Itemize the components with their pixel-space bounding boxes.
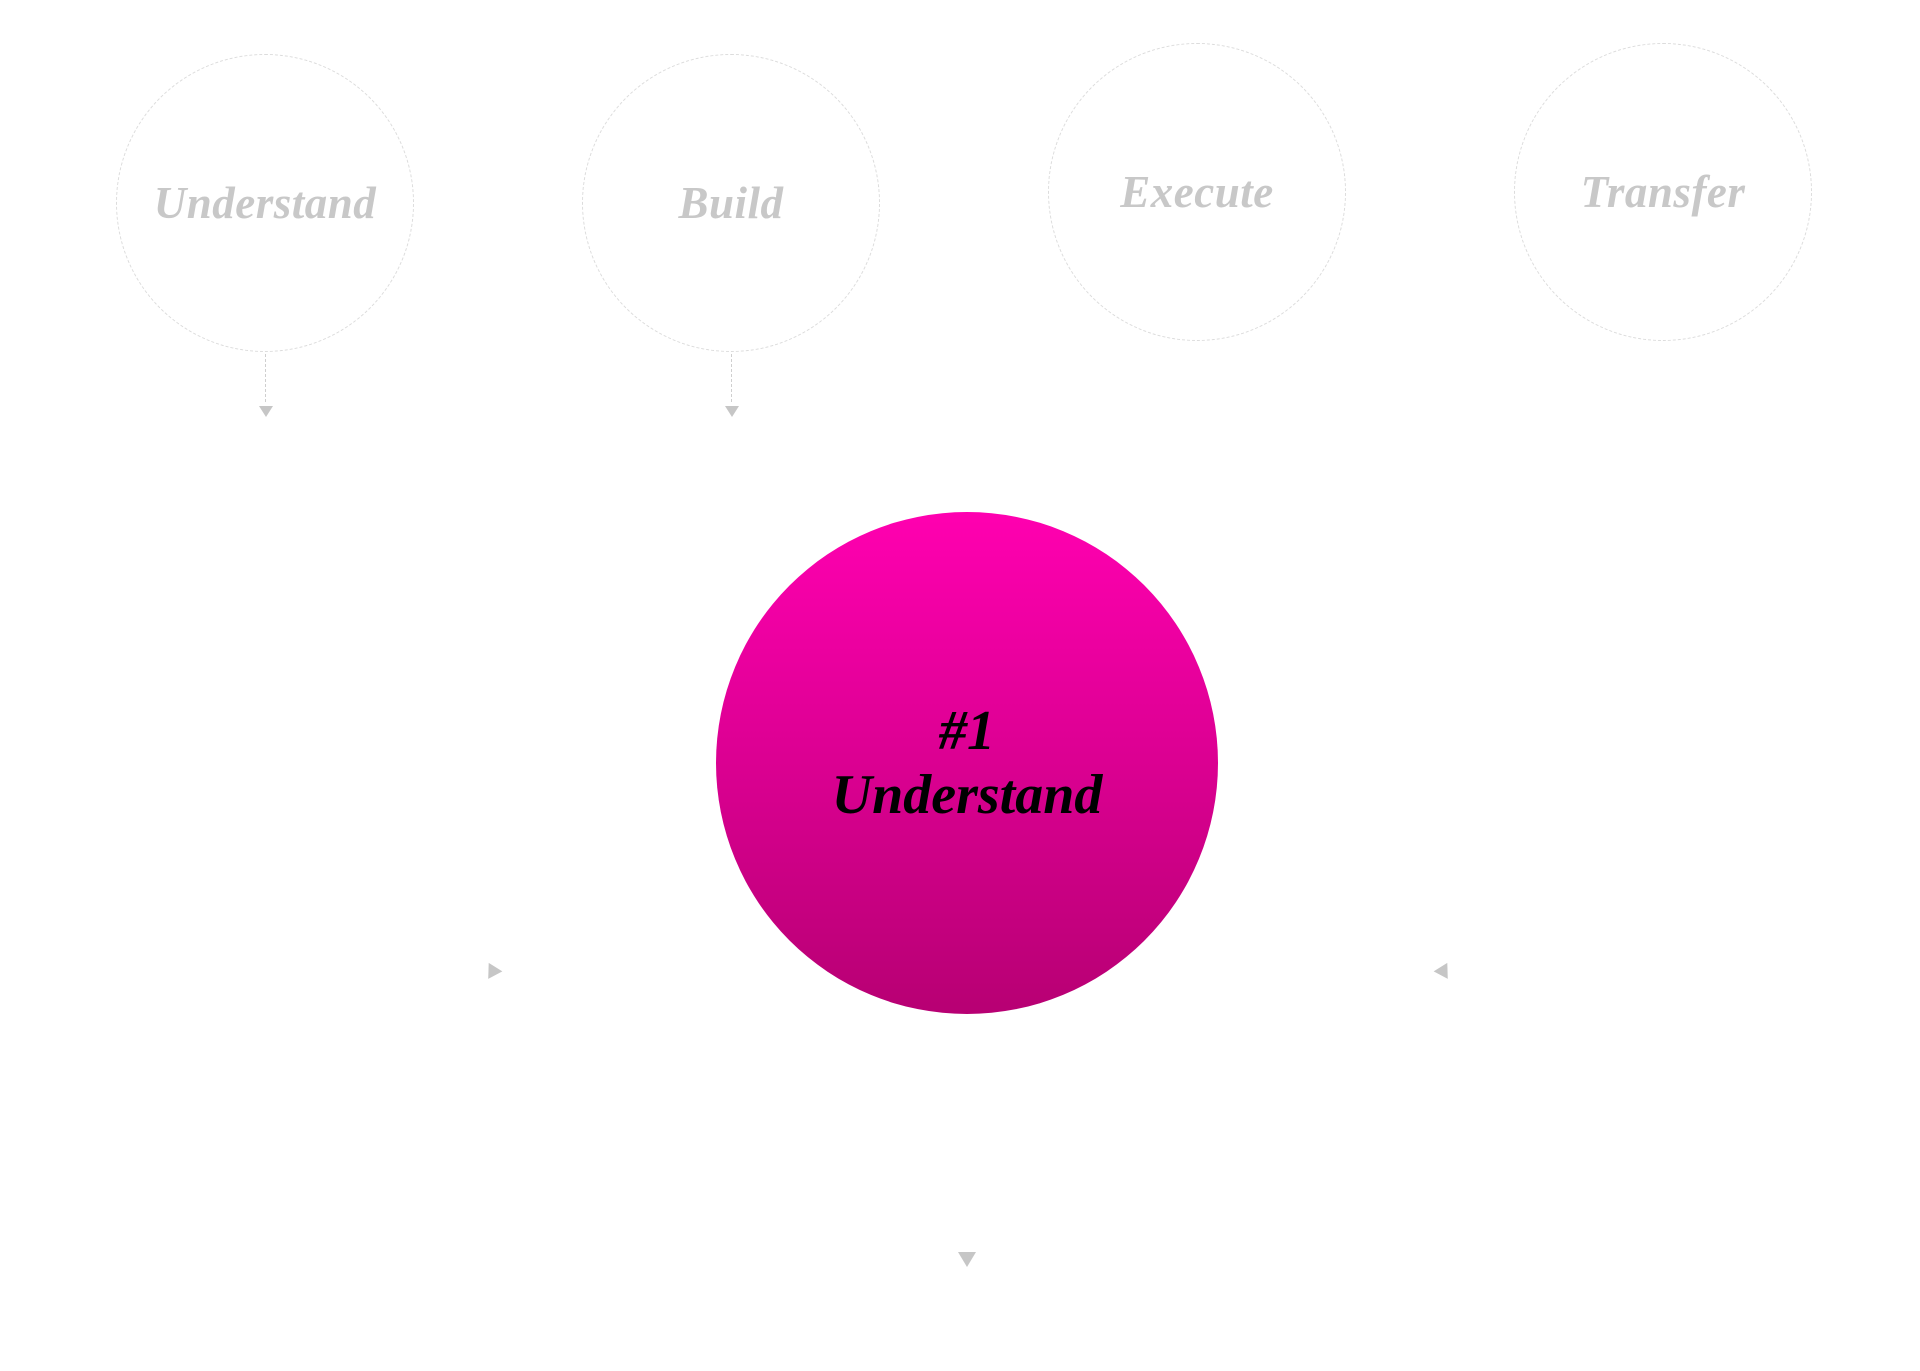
arrow-down-icon [725,406,739,417]
active-step-circle[interactable]: #1 Understand [716,512,1218,1014]
arrow-up-left-icon [481,959,503,979]
step-label-execute: Execute [1120,167,1274,217]
step-build[interactable]: Build [582,54,880,352]
arrow-down-icon [259,406,273,417]
arrow-up-right-icon [1433,959,1455,979]
arrow-down-icon [958,1252,976,1267]
step-transfer[interactable]: Transfer [1514,43,1812,341]
connector-understand [265,354,266,402]
active-step-number: #1 [939,700,995,762]
connector-build [731,354,732,402]
active-step-label: Understand [831,764,1103,826]
step-label-build: Build [678,178,784,228]
step-execute[interactable]: Execute [1048,43,1346,341]
step-label-understand: Understand [153,178,377,228]
step-label-transfer: Transfer [1580,167,1746,217]
step-understand[interactable]: Understand [116,54,414,352]
